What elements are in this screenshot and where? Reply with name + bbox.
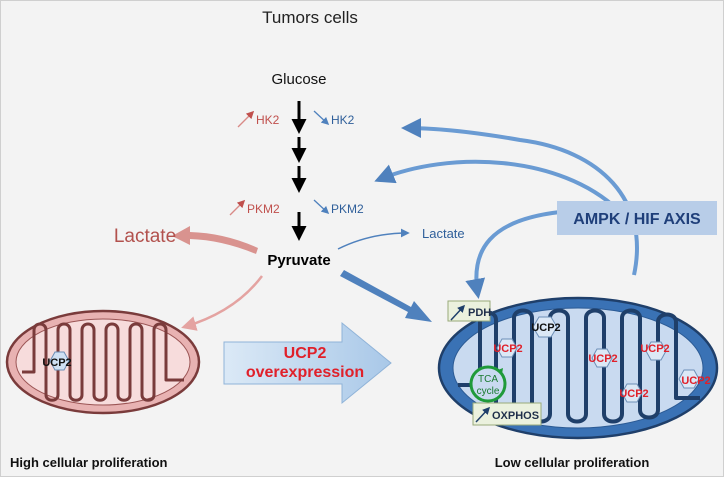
ucp2-red-hexagon-icon xyxy=(645,341,667,361)
ucp2-red-hexagon-icon xyxy=(621,383,643,403)
ucp2-red-label-2: UCP2 xyxy=(588,353,617,365)
ucp2-red-hexagon-icon xyxy=(591,348,613,368)
left-cristae xyxy=(22,322,184,402)
overexpression-arrow xyxy=(223,321,392,405)
ucp2-red-hexagon-icon xyxy=(678,369,700,389)
ucp2-red-hexagon-icon xyxy=(496,338,518,358)
tca-cycle-icon xyxy=(469,365,507,403)
feedback-arrow-pdh xyxy=(465,210,561,299)
lactate-low-label: Lactate xyxy=(422,226,465,241)
pkm2-left-label: PKM2 xyxy=(247,202,280,216)
feedback-arrow-pkm2 xyxy=(374,159,620,212)
tca-cycle-arrowhead-icon xyxy=(498,368,503,374)
ucp2-red-label-1: UCP2 xyxy=(493,343,522,355)
pyruvate-to-right-mito-arrow xyxy=(340,270,432,322)
oxphos-up-arrow-icon xyxy=(475,406,491,423)
hk2-up-arrow-icon xyxy=(237,110,255,128)
ucp2-red-label-3: UCP2 xyxy=(640,343,669,355)
glucose-label: Glucose xyxy=(271,71,326,88)
oxphos-label: OXPHOS xyxy=(492,410,539,422)
pkm2-right-label: PKM2 xyxy=(331,202,364,216)
pdh-label: PDH xyxy=(468,307,491,319)
ampk-hif-axis-box xyxy=(557,201,717,235)
pdh-up-arrow-icon xyxy=(450,304,466,321)
left-ucp2-hexagon-icon xyxy=(49,351,70,371)
lactate-small-arrow xyxy=(337,228,410,250)
hk2-left-label: HK2 xyxy=(256,113,280,127)
pkm2-down-arrow-icon xyxy=(313,199,330,215)
tca-label-line1: TCA xyxy=(478,374,498,385)
hk2-right-label: HK2 xyxy=(331,113,355,127)
ucp2-black-hexagon-icon xyxy=(532,316,558,338)
pkm2-up-arrow-icon xyxy=(229,199,246,216)
overexpression-line2: overexpression xyxy=(246,364,364,381)
pyruvate-label: Pyruvate xyxy=(267,252,330,269)
tca-label-line2: cycle xyxy=(477,386,500,397)
left-mitochondrion: UCP2 xyxy=(5,309,201,415)
hk2-down-arrow-icon xyxy=(313,110,330,126)
overexpression-line1: UCP2 xyxy=(284,345,327,362)
ucp2-black-label: UCP2 xyxy=(531,322,560,334)
right-mitochondrion: PDH TCA cycle OXPHOS UCP2 UCP2 UCP2 UCP2… xyxy=(437,296,719,440)
ampk-hif-axis-label: AMPK / HIF AXIS xyxy=(573,211,701,228)
low-proliferation-caption: Low cellular proliferation xyxy=(495,455,650,470)
diagram-title: Tumors cells xyxy=(262,8,358,27)
ucp2-red-label-4: UCP2 xyxy=(619,388,648,400)
high-proliferation-caption: High cellular proliferation xyxy=(10,455,168,470)
pyruvate-to-left-mito-arrow xyxy=(181,275,263,331)
left-ucp2-label: UCP2 xyxy=(42,357,71,369)
ucp2-red-label-5: UCP2 xyxy=(681,375,710,387)
lactate-big-arrow xyxy=(172,226,258,254)
lactate-high-label: Lactate xyxy=(114,226,176,247)
